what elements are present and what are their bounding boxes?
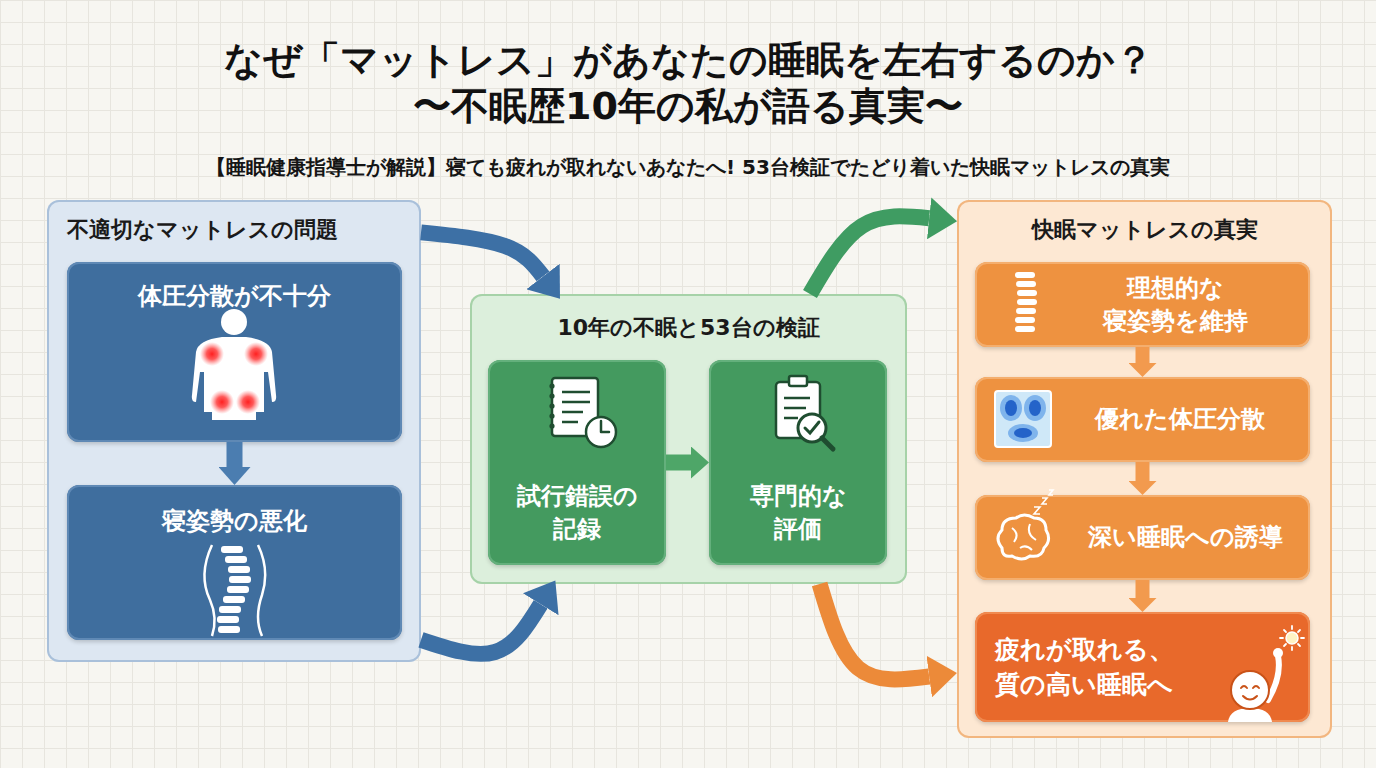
result-box: 疲れが取れる、 質の高い睡眠へ <box>975 612 1310 722</box>
diagram-title: なぜ「マットレス」があなたの睡眠を左右するのか？ 〜不眠歴10年の私が語る真実〜 <box>208 37 1168 129</box>
group-panel: 不適切なマットレスの問題体圧分散が不十分寝姿勢の悪化 <box>47 200 421 662</box>
node-label: 10年の不眠と53台の検証 <box>470 312 907 344</box>
node-label: 寝姿勢の悪化 <box>67 505 402 538</box>
flow-arrow <box>421 604 541 654</box>
node-label: 優れた体圧分散 <box>1070 403 1290 436</box>
node-label: 体圧分散が不十分 <box>67 280 402 313</box>
node-label: 快眠マットレスの真実 <box>957 214 1332 246</box>
process-box: 寝姿勢の悪化 <box>67 485 402 640</box>
process-box: 深い睡眠への誘導 <box>975 495 1310 580</box>
node-label: 疲れが取れる、 質の高い睡眠へ <box>995 632 1195 702</box>
node-label: 深い睡眠への誘導 <box>1073 521 1297 554</box>
process-box: 優れた体圧分散 <box>975 377 1310 462</box>
process-box: 専門的な 評価 <box>709 360 887 565</box>
node-label: 専門的な 評価 <box>738 480 858 546</box>
diagram-caption: 【睡眠健康指導士が解説】寝ても疲れが取れないあなたへ! 53台検証でたどり着いた… <box>0 152 1376 182</box>
flow-arrow <box>421 232 543 276</box>
process-box: 試行錯誤の 記録 <box>488 360 666 565</box>
node-label: 試行錯誤の 記録 <box>512 480 642 546</box>
group-panel: 10年の不眠と53台の検証試行錯誤の 記録 専門的な 評価 <box>470 294 907 584</box>
flow-arrow <box>810 216 929 294</box>
node-label: 理想的な 寝姿勢を維持 <box>1090 272 1260 338</box>
group-panel: 快眠マットレスの真実理想的な 寝姿勢を維持優れた体圧分散深い睡眠への誘導疲れが取… <box>957 200 1332 738</box>
process-box: 理想的な 寝姿勢を維持 <box>975 262 1310 347</box>
node-label: 不適切なマットレスの問題 <box>67 214 407 246</box>
flow-arrow <box>820 584 930 679</box>
process-box: 体圧分散が不十分 <box>67 262 402 442</box>
